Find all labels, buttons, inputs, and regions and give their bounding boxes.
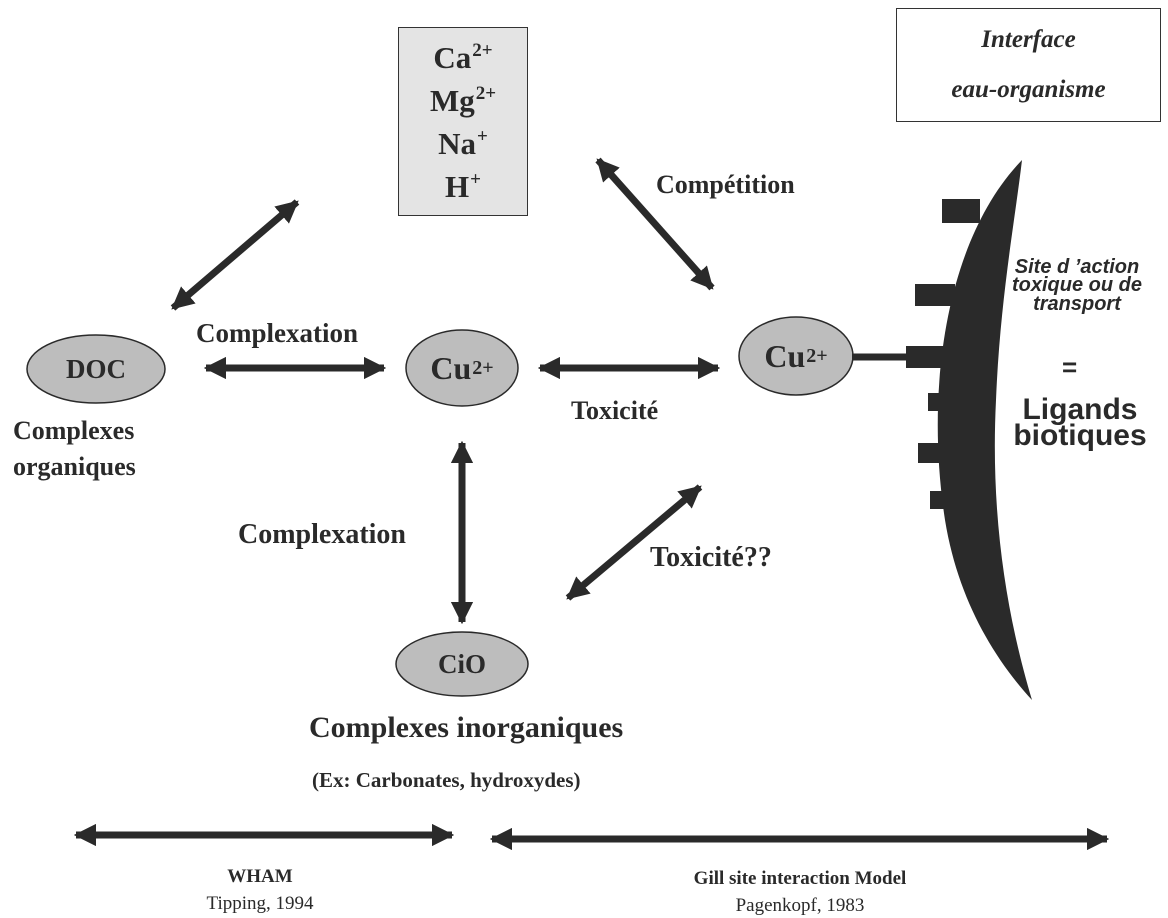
receptor-tab — [906, 346, 952, 368]
receptor-tab — [942, 199, 980, 223]
caption-inorganic: Complexes inorganiques — [309, 711, 624, 744]
caption-organic-2: organiques — [13, 452, 136, 481]
site-text: Site d ’action toxique ou de transport — [992, 256, 1162, 315]
membrane-shape — [937, 160, 1032, 700]
receptor-tab — [928, 393, 956, 411]
model-gill-name: Gill site interaction Model — [693, 868, 907, 889]
label-toxicite: Toxicité — [571, 396, 659, 425]
arrow-cio-cubound — [565, 484, 703, 601]
arrow-ions-cu — [595, 157, 715, 291]
ligands-line1: Ligands — [1022, 393, 1138, 426]
caption-inorganic-example: (Ex: Carbonates, hydroxydes) — [312, 768, 581, 792]
arrow-ions-doc — [170, 199, 300, 311]
cation-box: Ca2+ Mg2+ Na+ H+ — [398, 27, 528, 216]
ion-magnesium: Mg2+ — [429, 83, 497, 119]
interface-line2: eau-organisme — [951, 76, 1106, 103]
ion-hydrogen: H+ — [445, 168, 481, 204]
receptor-tab — [918, 443, 958, 463]
ion-sodium: Na+ — [438, 125, 488, 161]
node-cio: CiO — [437, 648, 486, 679]
cu-free-ellipse — [405, 329, 519, 407]
model-gill-ref: Pagenkopf, 1983 — [735, 895, 865, 916]
ligands-line2: biotiques — [1013, 418, 1147, 452]
label-complexation-left: Complexation — [238, 519, 406, 550]
interface-line1: Interface — [981, 26, 1076, 53]
label-complexation-top: Complexation — [196, 318, 358, 348]
interface-box: Interface eau-organisme — [896, 8, 1161, 122]
receptor-tab — [915, 284, 955, 306]
label-competition: Compétition — [656, 170, 795, 199]
site-line2: toxique ou de — [1012, 274, 1142, 297]
node-doc: DOC — [66, 353, 126, 384]
site-line3: transport — [1033, 292, 1121, 315]
cio-ellipse — [395, 631, 529, 697]
receptor-tab — [930, 491, 958, 509]
label-toxicite-question: Toxicité?? — [650, 542, 772, 573]
caption-organic-1: Complexes — [13, 416, 135, 445]
site-line1: Site d ’action — [1014, 256, 1140, 278]
doc-ellipse — [26, 334, 166, 404]
model-wham-ref: Tipping, 1994 — [206, 893, 314, 914]
ligands-text: Ligands biotiques — [990, 393, 1168, 452]
ion-calcium: Ca2+ — [433, 40, 493, 76]
model-wham-name: WHAM — [227, 866, 293, 887]
equals-sign: = — [1062, 352, 1078, 382]
